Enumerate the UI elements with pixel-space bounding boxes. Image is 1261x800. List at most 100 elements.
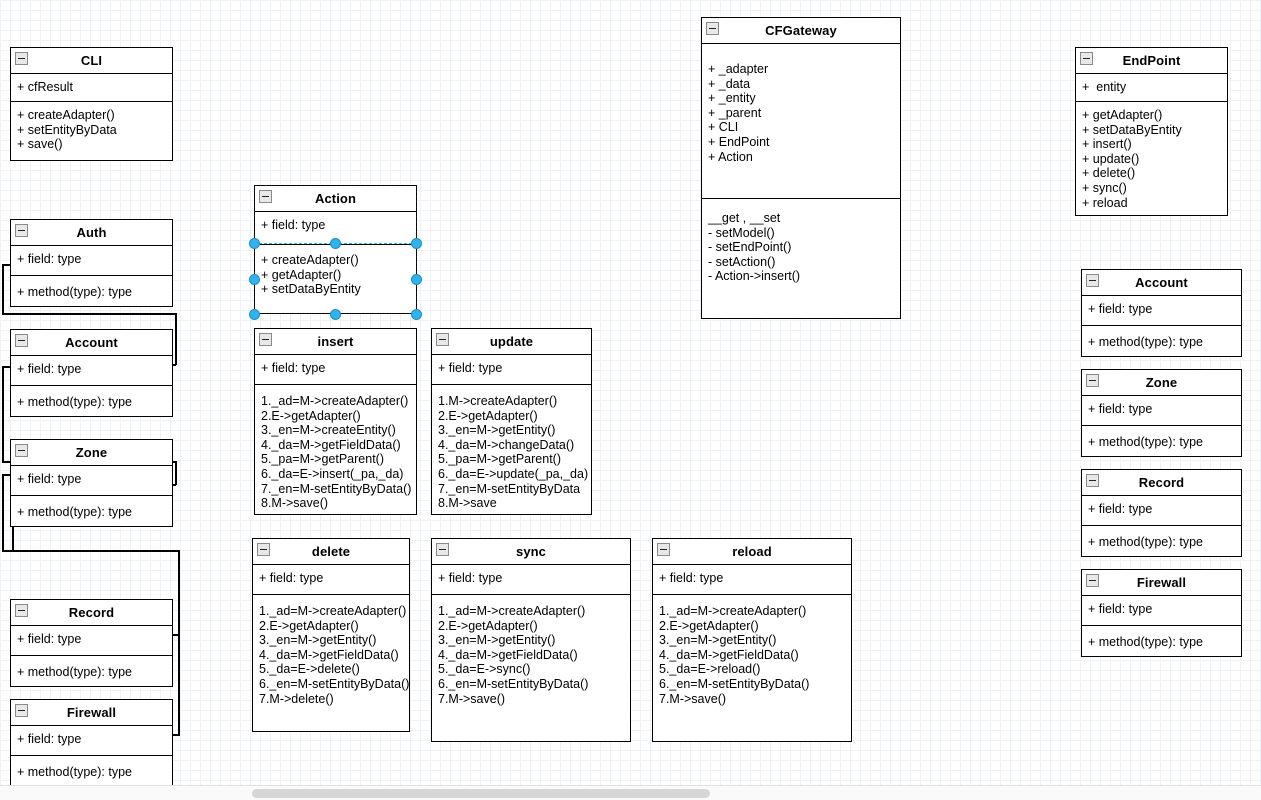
collapse-icon[interactable] — [1086, 274, 1099, 287]
class-box-firewall-right[interactable]: Firewall + field: type + method(type): t… — [1081, 569, 1242, 657]
collapse-icon[interactable] — [15, 704, 28, 717]
operation-line: + method(type): type — [17, 285, 132, 299]
operation-line: 6._en=M-setEntityByData() — [659, 676, 810, 691]
class-box-update[interactable]: update + field: type 1.M->createAdapter(… — [431, 328, 592, 515]
operation-line: + method(type): type — [1088, 635, 1203, 649]
selection-handle-top-center[interactable] — [330, 238, 341, 249]
horizontal-scrollbar-thumb[interactable] — [252, 789, 710, 798]
operation-line: 2.E->getAdapter() — [438, 618, 538, 633]
collapse-icon[interactable] — [1080, 52, 1093, 65]
operation-line: 7.M->save() — [659, 691, 727, 706]
class-box-zone-left[interactable]: Zone + field: type + method(type): type — [10, 439, 173, 527]
class-title: CFGateway — [765, 23, 837, 38]
class-header-reload: reload — [653, 539, 851, 565]
operation-line: + method(type): type — [1088, 535, 1203, 549]
class-box-account-right[interactable]: Account + field: type + method(type): ty… — [1081, 269, 1242, 357]
class-box-insert[interactable]: insert + field: type 1._ad=M->createAdap… — [254, 328, 417, 515]
attribute-line: + field: type — [17, 732, 82, 746]
selection-handle-top-right[interactable] — [411, 238, 422, 249]
class-operations: + getAdapter() + setDataByEntity + inser… — [1076, 102, 1227, 216]
operation-line: + method(type): type — [1088, 435, 1203, 449]
operation-line: + method(type): type — [1088, 335, 1203, 349]
class-box-account-left[interactable]: Account + field: type + method(type): ty… — [10, 329, 173, 417]
operation-line: 3._en=M->getEntity() — [438, 423, 556, 438]
operation-line: 5._da=E->reload() — [659, 662, 761, 677]
collapse-icon[interactable] — [657, 543, 670, 556]
class-operations: + method(type): type — [11, 656, 172, 686]
connector-zone-parent-a-vertical — [2, 474, 4, 551]
collapse-icon[interactable] — [706, 22, 719, 35]
class-title: reload — [732, 544, 772, 559]
selection-handle-top-left[interactable] — [249, 238, 260, 249]
attribute-line: + field: type — [438, 571, 503, 585]
collapse-icon[interactable] — [1086, 474, 1099, 487]
class-box-zone-right[interactable]: Zone + field: type + method(type): type — [1081, 369, 1242, 457]
operation-line: 1._ad=M->createAdapter() — [261, 394, 409, 408]
class-attributes: + field: type — [11, 356, 172, 386]
attribute-line: + field: type — [659, 571, 724, 585]
collapse-icon[interactable] — [1086, 574, 1099, 587]
operation-line: 2.E->getAdapter() — [659, 618, 759, 633]
operation-line: + getAdapter() — [261, 267, 342, 282]
operation-line: 4._da=M->getFieldData() — [261, 437, 401, 452]
class-header-account-right: Account — [1082, 270, 1241, 296]
connector-auth-parent-vertical — [2, 264, 4, 314]
class-box-cfgateway[interactable]: CFGateway + _adapter + _data + _entity +… — [701, 17, 901, 319]
selection-handle-bottom-center[interactable] — [330, 309, 341, 320]
collapse-icon[interactable] — [15, 52, 28, 65]
collapse-icon[interactable] — [436, 543, 449, 556]
connector-zone-parent-horizontal-bottom — [2, 550, 180, 552]
attribute-line: + field: type — [1088, 602, 1153, 616]
class-title: delete — [311, 544, 351, 559]
attribute-line: + Action — [708, 149, 753, 164]
class-operations: 1._ad=M->createAdapter() 2.E->getAdapter… — [253, 595, 409, 712]
class-box-auth[interactable]: Auth + field: type + method(type): type — [10, 219, 173, 307]
collapse-icon[interactable] — [1086, 374, 1099, 387]
class-box-record-left[interactable]: Record + field: type + method(type): typ… — [10, 599, 173, 687]
class-box-action[interactable]: Action + field: type + createAdapter() +… — [254, 185, 417, 314]
class-attributes: + field: type — [653, 565, 851, 595]
collapse-icon[interactable] — [257, 543, 270, 556]
selection-handle-bottom-right[interactable] — [411, 309, 422, 320]
operation-line: + sync() — [1082, 180, 1127, 195]
operation-line: 1._ad=M->createAdapter() — [259, 604, 407, 618]
class-operations: + method(type): type — [1082, 626, 1241, 656]
attribute-line: + field: type — [261, 361, 326, 375]
class-title: Zone — [1145, 375, 1178, 390]
selection-handle-bottom-left[interactable] — [249, 309, 260, 320]
selection-handle-middle-left[interactable] — [249, 274, 260, 285]
class-box-endpoint[interactable]: EndPoint + entity + getAdapter() + setDa… — [1075, 47, 1228, 216]
class-box-cli[interactable]: CLI + cfResult + createAdapter() + setEn… — [10, 47, 173, 161]
collapse-icon[interactable] — [259, 333, 272, 346]
collapse-icon[interactable] — [259, 190, 272, 203]
class-attributes: + field: type — [1082, 496, 1241, 526]
selection-handle-middle-right[interactable] — [411, 274, 422, 285]
class-title: CLI — [80, 53, 103, 68]
class-box-firewall-left[interactable]: Firewall + field: type + method(type): t… — [10, 699, 173, 786]
collapse-icon[interactable] — [15, 224, 28, 237]
attribute-line: + field: type — [438, 361, 503, 375]
collapse-icon[interactable] — [15, 444, 28, 457]
class-attributes: + _adapter + _data + _entity + _parent +… — [702, 44, 900, 199]
class-attributes: + field: type — [432, 565, 630, 595]
attribute-line: + _data — [708, 76, 751, 91]
connector-auth-parent-horizontal-bottom — [2, 313, 177, 315]
class-title: EndPoint — [1122, 53, 1181, 68]
class-box-sync[interactable]: sync + field: type 1._ad=M->createAdapte… — [431, 538, 631, 742]
collapse-icon[interactable] — [15, 334, 28, 347]
operation-line: + method(type): type — [17, 765, 132, 779]
class-box-reload[interactable]: reload + field: type 1._ad=M->createAdap… — [652, 538, 852, 742]
class-box-delete[interactable]: delete + field: type 1._ad=M->createAdap… — [252, 538, 410, 732]
class-operations: 1._ad=M->createAdapter() 2.E->getAdapter… — [255, 385, 416, 517]
attribute-line: + field: type — [1088, 302, 1153, 316]
collapse-icon[interactable] — [436, 333, 449, 346]
horizontal-scrollbar-track[interactable] — [0, 785, 1261, 800]
class-attributes: + field: type — [432, 355, 591, 385]
class-header-cli: CLI — [11, 48, 172, 74]
collapse-icon[interactable] — [15, 604, 28, 617]
attribute-line: + EndPoint — [708, 134, 770, 149]
class-box-record-right[interactable]: Record + field: type + method(type): typ… — [1081, 469, 1242, 557]
attribute-line: + field: type — [17, 252, 82, 266]
operation-line: 5._pa=M->getParent() — [438, 452, 561, 467]
